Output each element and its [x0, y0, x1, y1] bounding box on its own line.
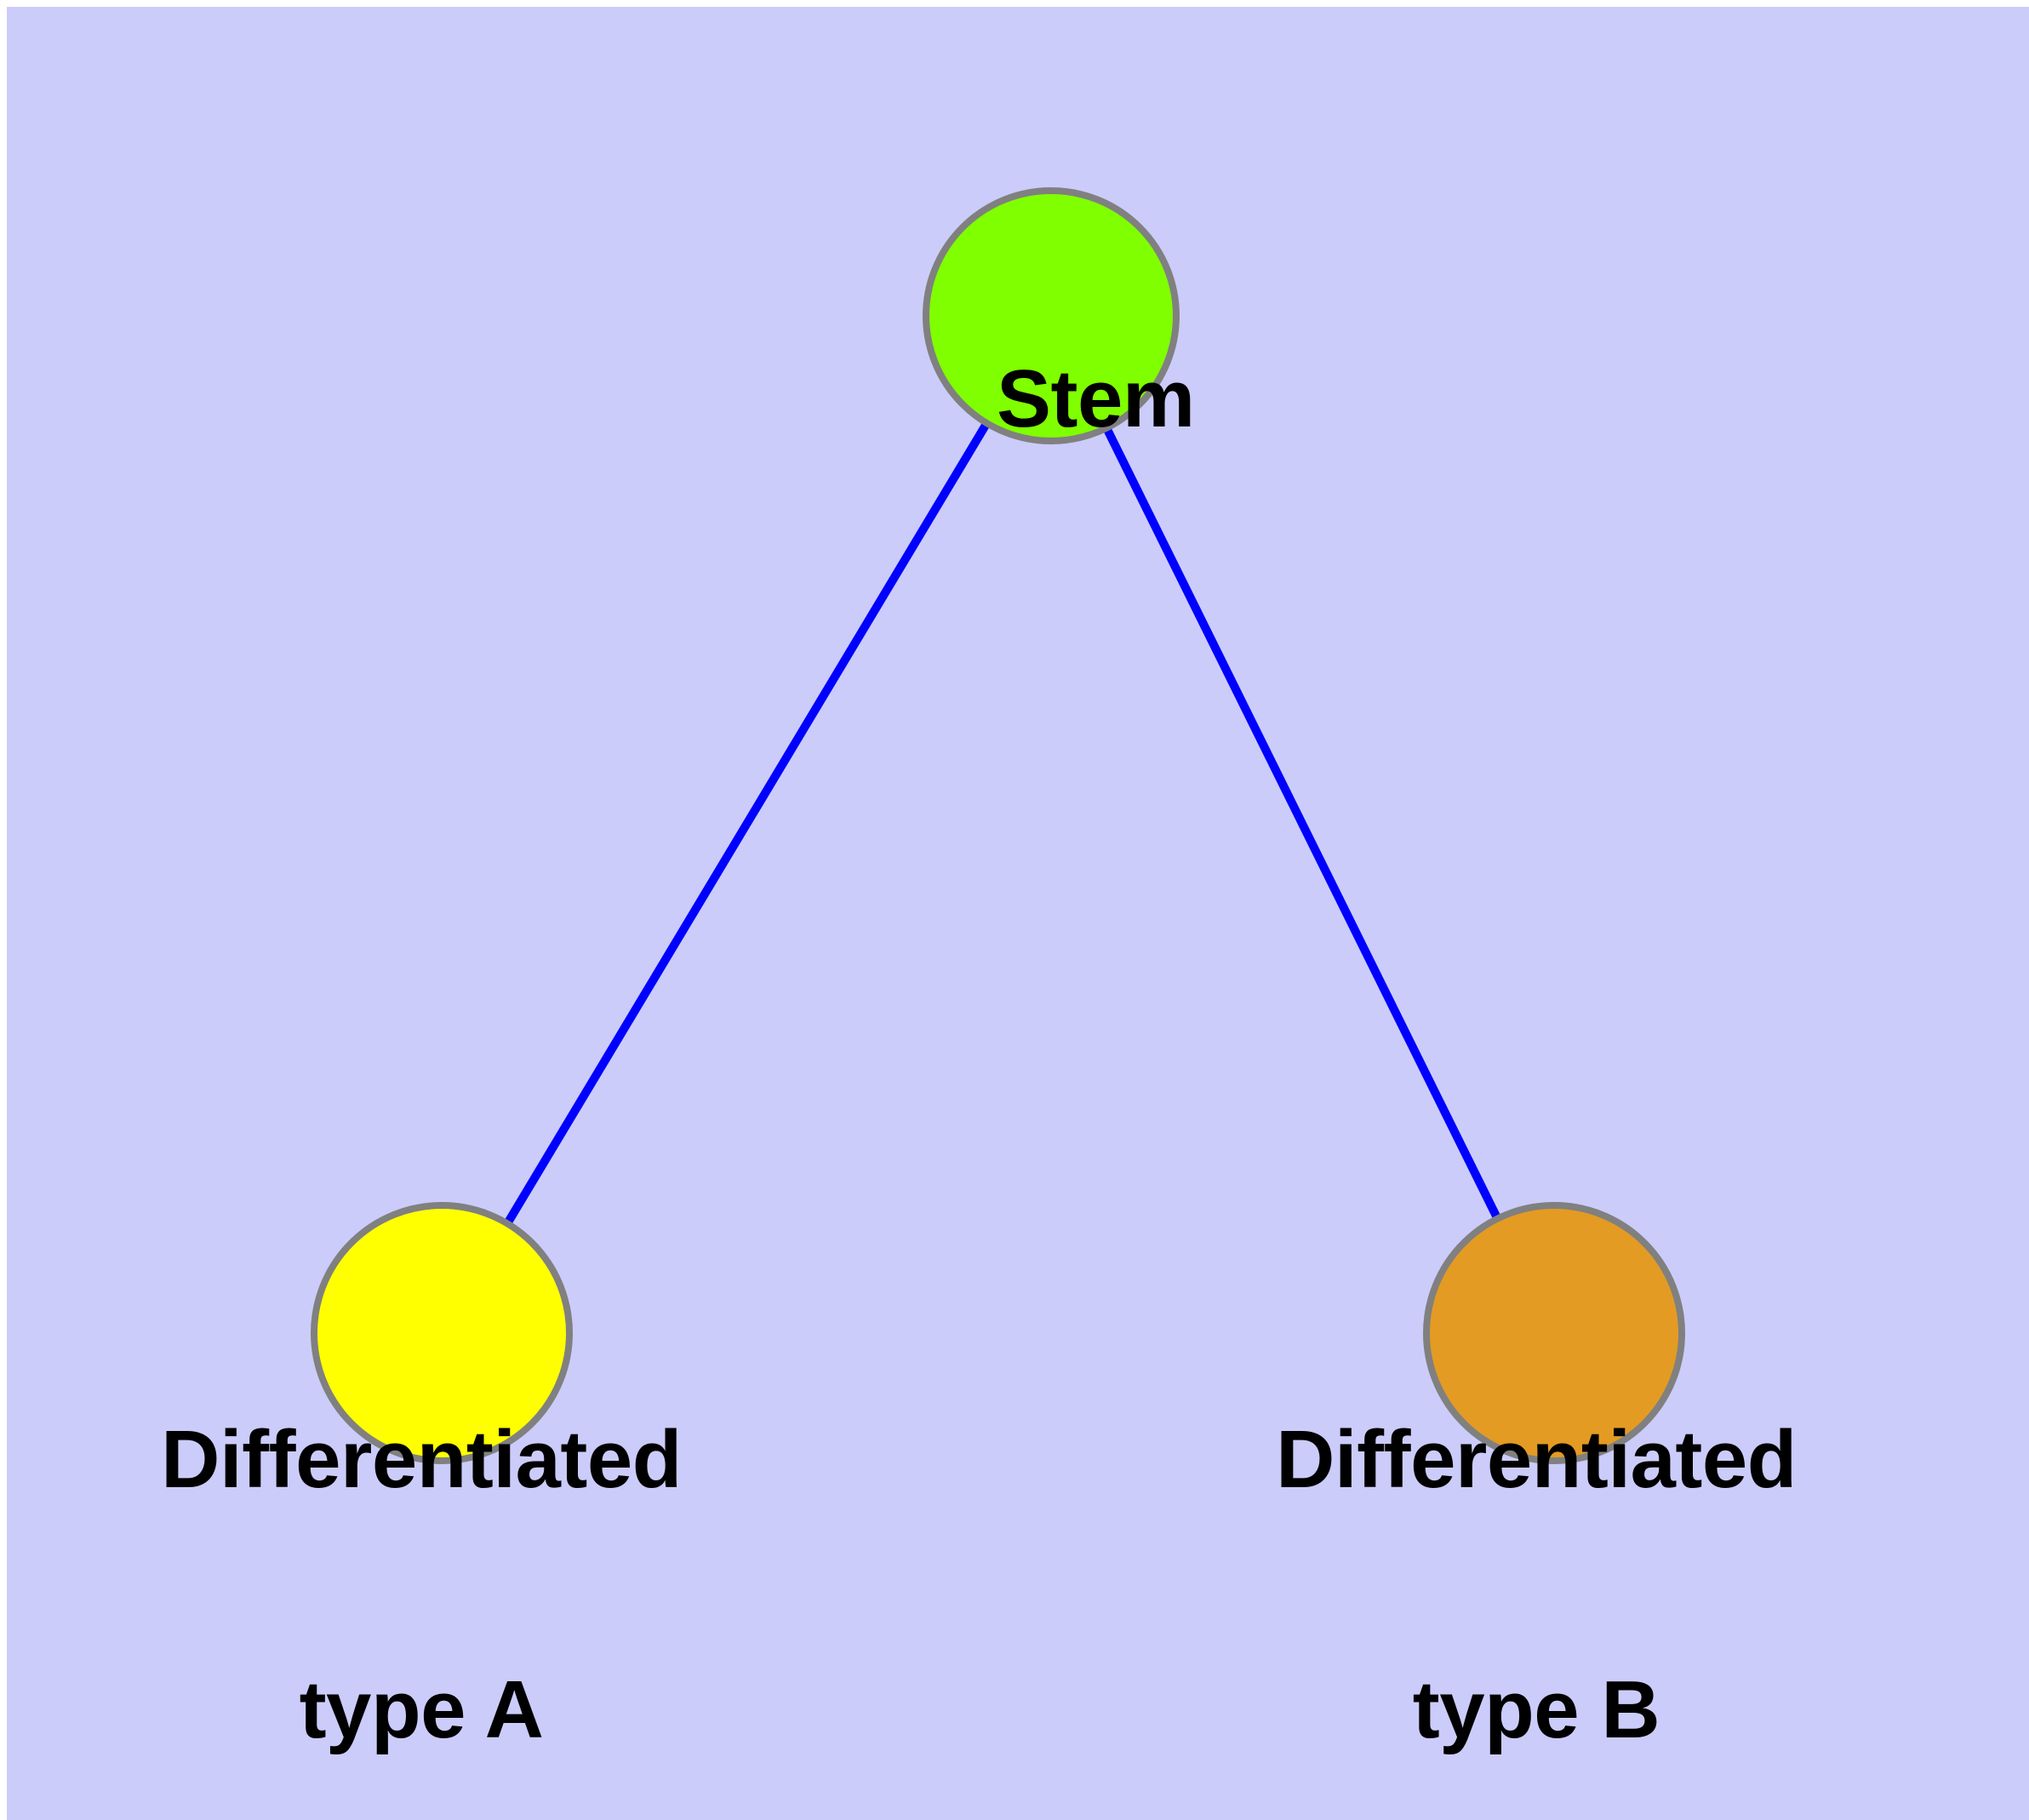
node-diff-b[interactable]	[1423, 1202, 1685, 1464]
edge-layer	[503, 421, 1501, 1226]
node-diff-a[interactable]	[311, 1202, 573, 1464]
node-layer	[311, 187, 1685, 1464]
edge-stem-diff-b[interactable]	[1102, 426, 1501, 1221]
edge-stem-diff-a[interactable]	[503, 421, 991, 1226]
node-stem[interactable]	[923, 187, 1180, 444]
